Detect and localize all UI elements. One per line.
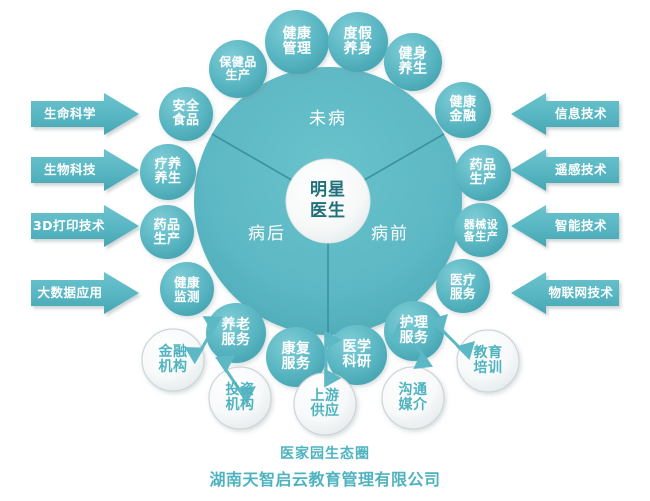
bubble-medicine-production-right[interactable]: [455, 145, 511, 201]
arrow-shape-bio-tech[interactable]: [31, 149, 139, 191]
bubble-medical-research[interactable]: [327, 325, 387, 385]
bubble-health-supplement[interactable]: [209, 40, 267, 98]
connector-health-monitoring-financial: [184, 316, 223, 365]
bubble-health-finance[interactable]: [435, 82, 491, 138]
caption-line-1: 医家园生态圈: [280, 446, 370, 462]
connector-nursing-media: [391, 320, 434, 370]
bubble-safe-food[interactable]: [159, 87, 213, 141]
bubble-upstream-supply[interactable]: [293, 372, 357, 436]
arrow-shape-3d-printing[interactable]: [31, 205, 139, 247]
teal-bubble-group: [140, 10, 511, 387]
arrow-shape-intelligent-tech[interactable]: [511, 205, 619, 247]
bubble-recuperation[interactable]: [140, 144, 196, 200]
arrow-shape-big-data[interactable]: [31, 272, 139, 314]
bubble-communication-media[interactable]: [381, 366, 445, 430]
caption-line-2: 湖南天智启云教育管理有限公司: [209, 470, 441, 489]
bubble-health-management[interactable]: [265, 10, 329, 74]
caption-block: 医家园生态圈 湖南天智启云教育管理有限公司: [0, 443, 650, 490]
core-circle[interactable]: [285, 158, 371, 244]
arrow-shape-life-science[interactable]: [31, 93, 139, 135]
bubble-rehab-service[interactable]: [266, 327, 326, 387]
bubble-vacation-wellness[interactable]: [328, 12, 388, 72]
connector-arrow-group: [184, 313, 476, 404]
bubble-medicine-production-left[interactable]: [140, 205, 194, 259]
bubble-education-training[interactable]: [456, 329, 520, 393]
arrow-shape-remote-sensing[interactable]: [511, 149, 619, 191]
left-arrow-group: [31, 93, 139, 314]
arrow-shape-information-tech[interactable]: [511, 93, 619, 135]
bubble-health-monitoring[interactable]: [160, 262, 214, 316]
bubble-equipment-production[interactable]: [454, 203, 508, 257]
central-wheel: [194, 67, 462, 335]
bubble-fitness-wellness[interactable]: [384, 33, 442, 91]
bubble-elderly-care[interactable]: [206, 303, 266, 363]
bubble-medical-service[interactable]: [436, 259, 490, 313]
connector-education-nursing: [428, 313, 476, 361]
bubble-investment-institution[interactable]: [208, 366, 272, 430]
bubble-financial-institution[interactable]: [141, 328, 205, 392]
right-arrow-group: [511, 93, 619, 314]
connector-elderly-care-investment: [215, 355, 256, 404]
bubble-nursing-service[interactable]: [384, 301, 444, 361]
arrow-shape-iot-tech[interactable]: [511, 272, 619, 314]
